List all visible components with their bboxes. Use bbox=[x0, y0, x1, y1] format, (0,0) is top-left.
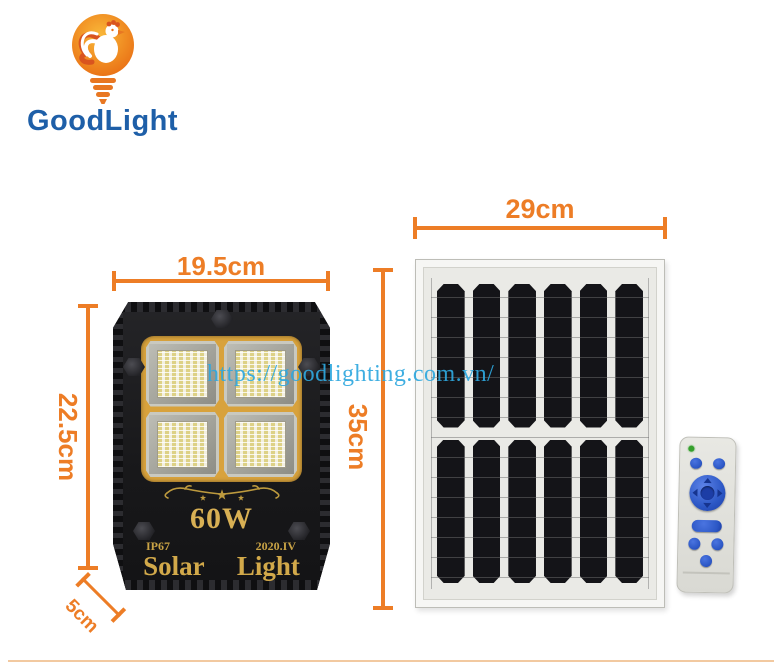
panel-height-dimension-line bbox=[373, 268, 393, 610]
led-chip-array bbox=[235, 420, 286, 468]
solar-floodlight: 60W IP67 2020.IV Solar Light bbox=[113, 302, 330, 590]
watermark-url: https://goodlighting.com.vn/ bbox=[207, 361, 495, 387]
led-module bbox=[224, 411, 297, 477]
product-name-label: Solar Light bbox=[143, 551, 300, 581]
panel-wire-grid bbox=[431, 278, 649, 589]
remote-control bbox=[676, 436, 737, 594]
led-chip-array bbox=[235, 350, 286, 398]
dim-cap bbox=[78, 566, 98, 570]
remote-battery-cover-seam bbox=[682, 571, 730, 575]
dim-bar bbox=[413, 226, 667, 230]
remote-mode-button bbox=[691, 519, 722, 533]
remote-button bbox=[688, 537, 701, 550]
floodlight-width-label: 19.5cm bbox=[176, 251, 266, 281]
arrow-down-icon bbox=[703, 502, 712, 509]
floodlight-left-fins bbox=[113, 302, 126, 590]
panel-width-label: 29cm bbox=[505, 194, 575, 224]
screw-icon bbox=[133, 522, 155, 540]
dim-bar bbox=[112, 279, 330, 283]
arrow-right-icon bbox=[717, 489, 723, 498]
screw-icon bbox=[288, 522, 310, 540]
panel-width-dimension-line bbox=[413, 217, 667, 239]
dim-cap bbox=[663, 217, 667, 239]
remote-button bbox=[712, 458, 726, 470]
solar-panel bbox=[415, 259, 665, 608]
floodlight-height-dimension-line bbox=[78, 304, 98, 570]
decorative-flourish bbox=[113, 484, 330, 504]
dim-cap bbox=[373, 606, 393, 610]
dim-bar bbox=[86, 304, 90, 570]
panel-height-label: 35cm bbox=[343, 403, 373, 471]
bottom-divider bbox=[8, 660, 774, 662]
remote-dpad bbox=[689, 474, 726, 512]
brand-logo: GoodLight bbox=[27, 12, 178, 138]
floodlight-width-dimension-line bbox=[112, 271, 330, 291]
floodlight-bottom-fins bbox=[113, 579, 330, 590]
led-chip-array bbox=[157, 420, 208, 468]
led-module bbox=[224, 341, 297, 407]
remote-led-indicator bbox=[688, 445, 695, 452]
goodlight-rooster-bulb-icon bbox=[71, 14, 134, 104]
solar-panel-face bbox=[423, 267, 657, 600]
arrow-left-icon bbox=[692, 488, 698, 497]
remote-button bbox=[699, 554, 713, 568]
brand-name: GoodLight bbox=[26, 105, 179, 137]
led-module bbox=[146, 341, 219, 407]
screw-icon bbox=[123, 358, 145, 376]
wattage-label: 60W bbox=[190, 502, 253, 535]
remote-button bbox=[711, 538, 724, 551]
screw-icon bbox=[211, 310, 233, 328]
floodlight-height-label: 22.5cm bbox=[53, 392, 83, 482]
led-chip-array bbox=[157, 350, 208, 398]
dim-cap bbox=[326, 271, 330, 291]
remote-ok-button bbox=[700, 485, 715, 501]
remote-button bbox=[689, 457, 703, 469]
screw-icon bbox=[298, 358, 320, 376]
floodlight-top-fins bbox=[113, 302, 330, 313]
led-bezel bbox=[141, 336, 302, 482]
model-label: 2020.IV bbox=[255, 539, 296, 553]
led-module bbox=[146, 411, 219, 477]
spec-row: IP67 2020.IV bbox=[146, 539, 296, 554]
ip-rating-label: IP67 bbox=[146, 539, 170, 553]
dim-bar bbox=[381, 268, 385, 610]
arrow-up-icon bbox=[703, 477, 712, 484]
floodlight-right-fins bbox=[317, 302, 330, 590]
